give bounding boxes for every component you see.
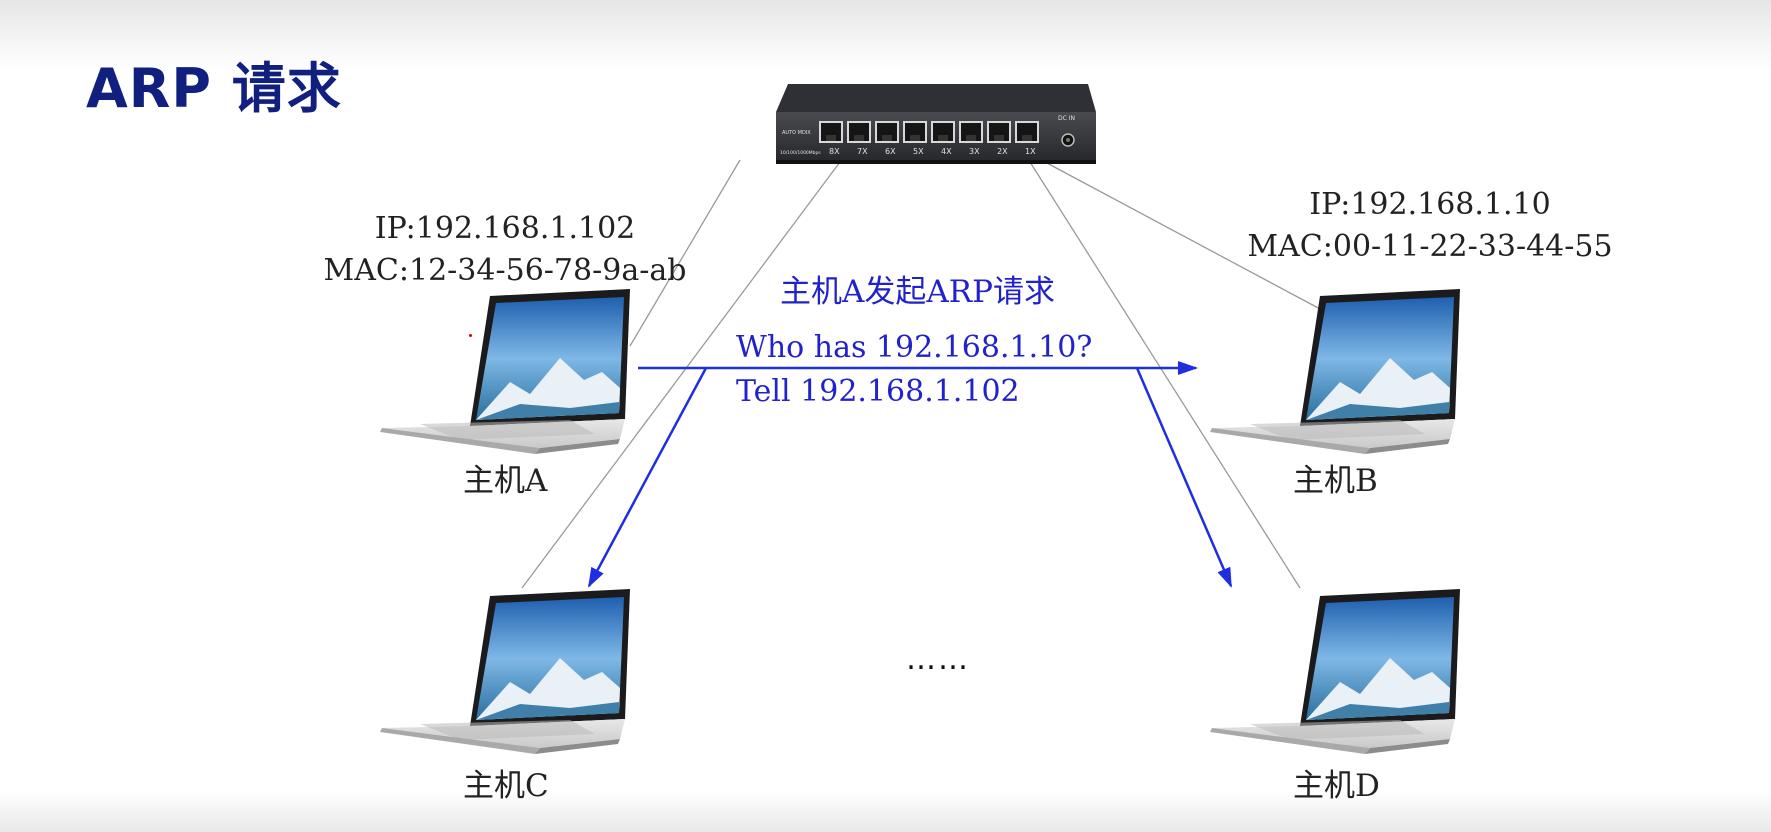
switch-port-label: 5X: [913, 147, 924, 156]
arrow-to-host-d: [1135, 367, 1233, 588]
page-title: ARP 请求: [86, 57, 342, 120]
switch-brand-text: AUTO MDIX: [782, 130, 811, 136]
switch-port-label: 6X: [885, 147, 896, 156]
switch-port-label: 1X: [1025, 147, 1036, 156]
host-d-laptop-icon: [1210, 589, 1460, 754]
arp-request-line-1: Who has 192.168.1.10?: [736, 330, 1093, 365]
host-b-address: IP:192.168.1.10 MAC:00-11-22-33-44-55: [1230, 184, 1630, 268]
more-hosts-ellipsis: ……: [906, 642, 970, 677]
cable-host-a: [629, 159, 741, 347]
indicator-dot: [469, 334, 472, 337]
arp-request-message: Who has 192.168.1.10? Tell 192.168.1.102: [736, 326, 1092, 414]
host-b-ip: IP:192.168.1.10: [1309, 187, 1551, 222]
network-switch: 8X 7X 6X 5X 4X 3X 2X 1X AUTO MDIX 10/100…: [776, 84, 1096, 164]
switch-port-label: 8X: [829, 147, 840, 156]
host-c-laptop-icon: [380, 589, 630, 754]
host-a-label: 主机A: [463, 463, 548, 499]
host-a-laptop-icon: [380, 289, 630, 454]
arp-request-line-2: Tell 192.168.1.102: [736, 374, 1020, 409]
host-a-ip: IP:192.168.1.102: [374, 211, 636, 246]
broadcast-arrows: [587, 361, 1233, 588]
switch-speed-text: 10/100/1000Mbps: [780, 150, 821, 156]
host-a-address: IP:192.168.1.102 MAC:12-34-56-78-9a-ab: [310, 208, 700, 292]
host-b-label: 主机B: [1293, 463, 1378, 499]
cable-host-b: [1044, 161, 1323, 311]
switch-power-label: DC IN: [1058, 115, 1075, 122]
host-d-label: 主机D: [1293, 768, 1380, 804]
cable-lines: [521, 159, 1323, 589]
host-b-mac: MAC:00-11-22-33-44-55: [1247, 229, 1613, 264]
arrow-to-host-c: [587, 367, 708, 588]
switch-port-label: 7X: [857, 147, 868, 156]
switch-port-label: 2X: [997, 147, 1008, 156]
arp-request-heading: 主机A发起ARP请求: [780, 274, 1055, 310]
cable-host-d: [1029, 161, 1301, 589]
switch-port-label: 4X: [941, 147, 952, 156]
host-c-label: 主机C: [463, 768, 549, 804]
host-a-mac: MAC:12-34-56-78-9a-ab: [323, 253, 687, 288]
host-b-laptop-icon: [1210, 289, 1460, 454]
switch-port-label: 3X: [969, 147, 980, 156]
cable-host-c: [521, 161, 841, 589]
